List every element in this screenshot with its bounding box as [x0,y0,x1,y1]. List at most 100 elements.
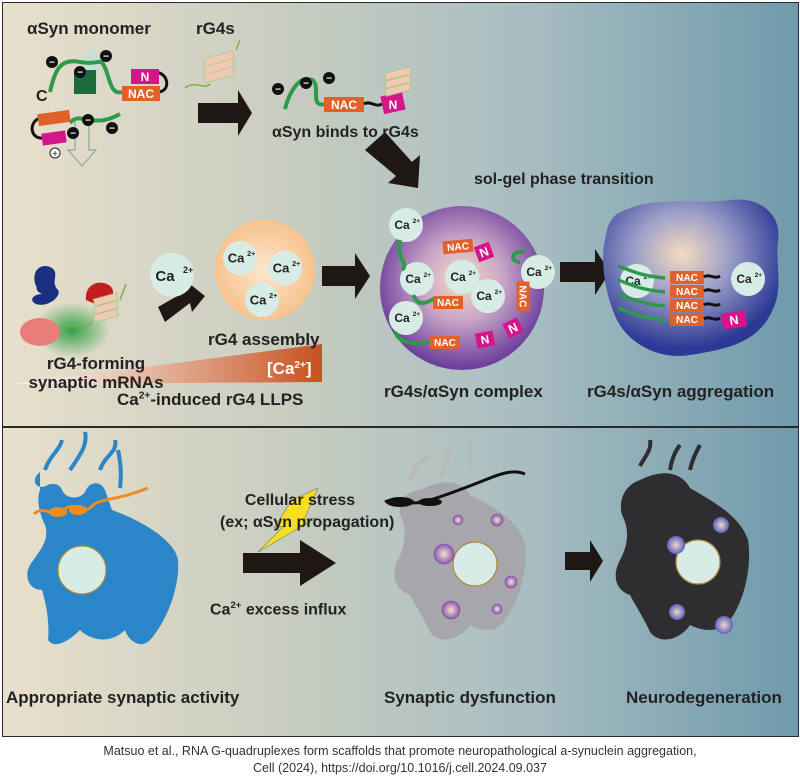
ca-charge: 2+ [755,272,763,279]
negative-charge-icon [46,56,58,68]
nac-tag [122,86,160,101]
negative-charge-icon [67,127,79,139]
calcium-ion [471,279,505,313]
negative-charge-icon [323,72,335,84]
n-terminal-tag [131,69,159,84]
n-tag-label: N [389,98,398,112]
nac-tag: NAC [670,299,704,312]
ca-charge: 2+ [495,289,503,296]
flow-arrows [158,90,610,586]
n-tag: N [721,310,747,330]
nac-tag-folded [37,109,71,127]
ca-label: Ca [736,272,752,286]
nac-tag: NAC [670,271,704,284]
vesicle [490,513,504,527]
ca-charge: 2+ [269,292,277,300]
asyn-bound-illustration: NAC N [283,66,412,115]
complex-label: rG4s/αSyn complex [384,382,543,401]
n-tag: N [502,317,524,339]
aggregation-label: rG4s/αSyn aggregation [587,382,775,401]
aggregate [667,536,685,554]
calcium-ion: Ca 2+ [150,253,194,297]
ca-charge: 2+ [292,260,300,268]
tag-box [502,317,524,339]
citation: Matsuo et al., RNA G-quadruplexes form s… [0,743,800,777]
minus-sign: − [77,68,83,79]
n-tag: N [474,330,496,349]
rg4s-title: rG4s [196,19,235,38]
ca-label: Ca [405,272,421,286]
plus-sign: + [52,149,58,160]
citation-line2: Cell (2024), https://doi.org/10.1016/j.c… [253,761,547,775]
n-tag-label: N [141,70,150,84]
calcium-ion [731,262,765,296]
minus-sign: − [103,52,109,63]
healthy-neuron [27,431,179,645]
c-terminus-label: C [36,88,48,105]
assembly-label: rG4 assembly [208,330,320,349]
aggregate [669,604,685,620]
protein-chain [617,264,666,280]
tag-box [670,271,704,284]
calcium-ion [245,283,279,317]
ca-label: Ca [273,261,290,276]
vesicle [491,603,503,615]
rg4-structure-icon [184,39,241,89]
calcium-ion [389,301,423,335]
ca-charge: 2+ [413,218,421,225]
ca-label: Ca [476,289,492,303]
ca-label: Ca [450,270,466,284]
degenerating-neuron [615,439,750,640]
stage3-label: Neurodegeneration [626,688,782,707]
vesicle [441,600,461,620]
monomer-tags: N NAC + [37,69,160,160]
tag-box [474,330,496,349]
calcium-vesicles [433,513,518,620]
llps-prefix: Ca [117,390,139,409]
arrow-monomer-to-bound [198,90,252,136]
llps-label: Ca2+-induced rG4 LLPS [117,390,303,410]
protein-chain-folded [68,112,121,125]
tag-label: NAC [676,287,699,298]
tag-label: NAC [516,286,527,309]
influx-prefix: Ca [210,601,231,619]
citation-line1: Matsuo et al., RNA G-quadruplexes form s… [103,744,697,758]
nac-tag: NAC [670,285,704,298]
negative-charge-icons: −−−−−−−−− [46,50,335,140]
protein-chain [617,278,666,294]
ca-charge: 2+ [413,311,421,318]
minus-sign: − [275,85,281,96]
negative-charge-icon [82,114,94,126]
calcium-ion [400,262,434,296]
calcium-ion [268,251,302,285]
nac-tag: NAC [430,336,460,349]
positive-charge-icon [49,147,61,159]
arrow-mrna-to-assembly [158,281,205,322]
nac-tag: NAC [442,238,474,255]
linker [703,302,721,307]
influx-label: Ca2+ excess influx [210,600,346,619]
ca-label: Ca [394,218,410,232]
protein-chain [48,59,123,95]
ca-charge: 2+ [545,265,553,272]
ca-charge: 2+ [183,265,193,275]
tag-label: N [478,244,491,260]
tag-box [430,336,460,349]
tag-box [433,296,463,309]
n-tag: N [473,241,495,263]
protein-chain [393,239,526,346]
llps-suffix: -induced rG4 LLPS [150,390,304,409]
arrow-assembly-to-complex [322,253,370,299]
calcium-ion [445,260,479,294]
ca-label: Ca [526,265,542,279]
protein-chain [617,306,666,322]
arrow-complex-to-aggregation [560,249,610,295]
synaptic-mrna-illustration [20,266,127,358]
linker [703,274,721,279]
tag-box [721,310,747,330]
monomer-title: αSyn monomer [27,19,151,38]
tag-box [670,313,704,326]
vesicle [504,575,518,589]
minus-sign: − [303,79,309,90]
